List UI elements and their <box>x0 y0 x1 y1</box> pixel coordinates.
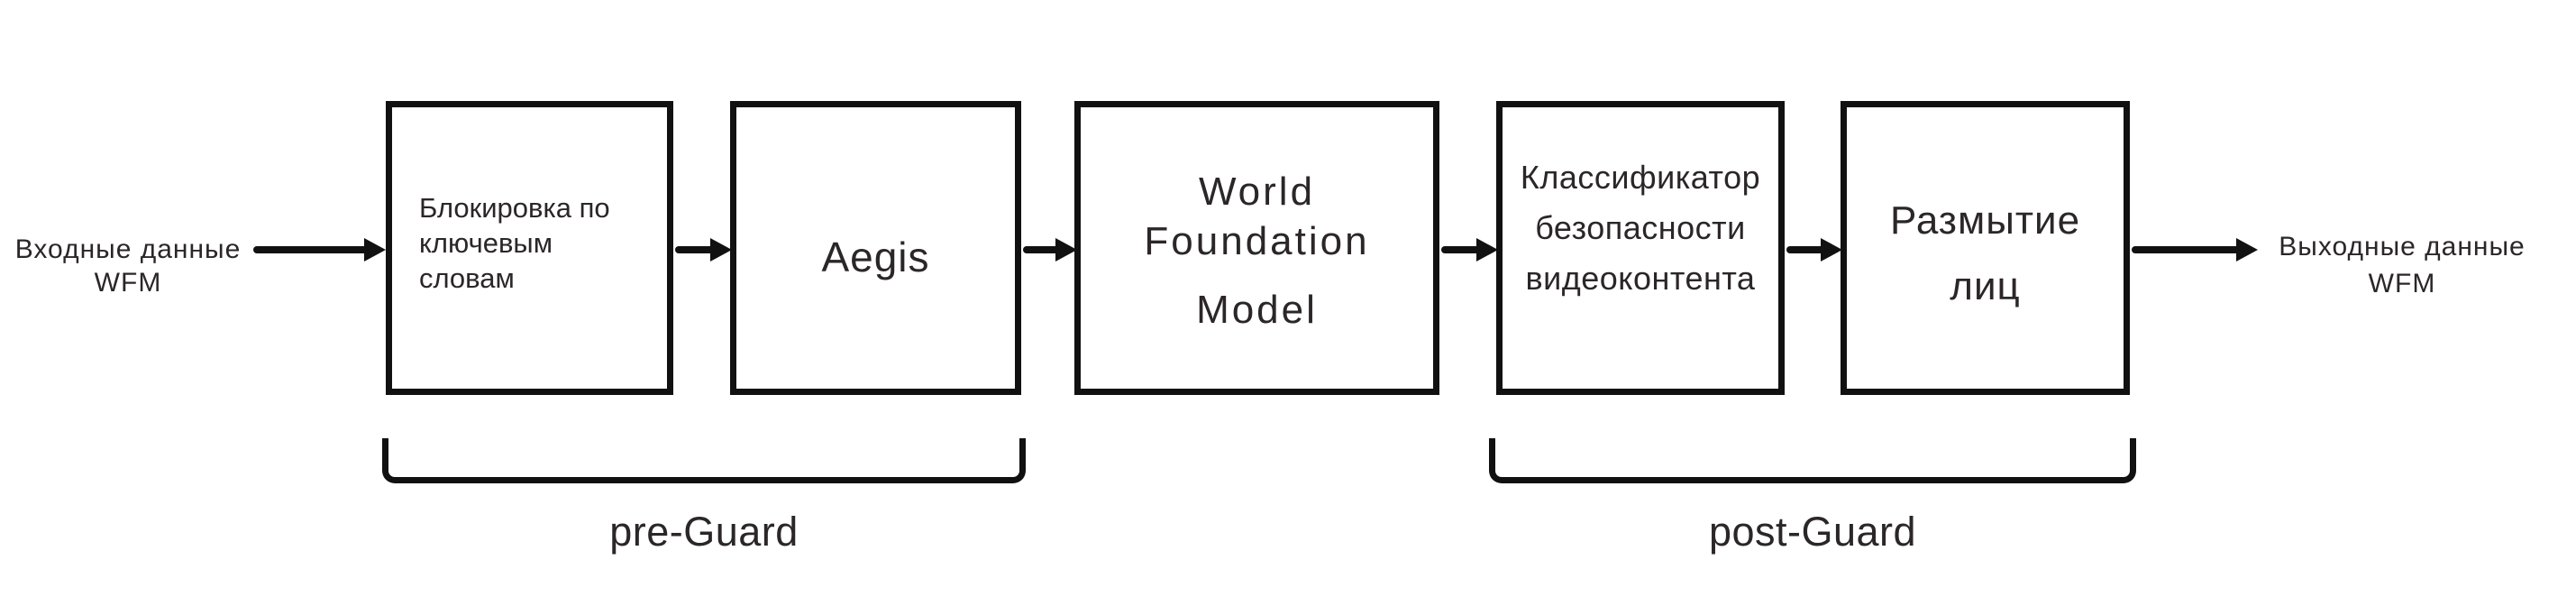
arrow-shaft <box>675 246 716 253</box>
box-aegis: Aegis <box>730 101 1021 395</box>
box-face-blur-text: Размытие лиц <box>1890 188 2080 319</box>
arrow-shaft <box>1441 246 1482 253</box>
box-wfm-line2: Foundation <box>1144 219 1370 263</box>
flow-arrow-input <box>253 238 386 262</box>
pre-guard-label: pre-Guard <box>609 509 799 555</box>
box-face-blur-line2: лиц <box>1950 264 2021 308</box>
arrowhead-icon <box>1055 238 1077 262</box>
box-keyword-blocking-text: Блокировка по ключевым словам <box>419 190 610 296</box>
box-keyword-blocking-line1: Блокировка по <box>419 191 610 224</box>
box-world-foundation-model: World Foundation Model <box>1074 101 1439 395</box>
arrowhead-icon <box>1821 238 1842 262</box>
box-keyword-blocking-line2: ключевым <box>419 226 553 259</box>
post-guard-label: post-Guard <box>1708 509 1917 555</box>
arrow-shaft <box>1786 246 1826 253</box>
arrow-shaft <box>1023 246 1061 253</box>
arrow-shaft <box>2132 246 2242 253</box>
box-safety-classifier-line1: Классификатор <box>1520 159 1761 196</box>
output-label-line1: Выходные данные <box>2279 232 2526 262</box>
box-wfm-line3: Model <box>1196 288 1318 332</box>
flow-arrow-2-3 <box>1023 238 1077 262</box>
box-safety-classifier: Классификатор безопасности видеоконтента <box>1496 101 1785 395</box>
box-wfm-line1: World <box>1198 170 1316 214</box>
input-label: Входные данные WFM <box>11 233 245 299</box>
box-keyword-blocking: Блокировка по ключевым словам <box>386 101 673 395</box>
box-safety-classifier-line3: видеоконтента <box>1525 260 1756 297</box>
box-keyword-blocking-line3: словам <box>419 262 515 294</box>
box-aegis-label: Aegis <box>821 234 930 280</box>
arrow-shaft <box>253 246 370 253</box>
arrowhead-icon <box>2236 238 2258 262</box>
flow-arrow-3-4 <box>1441 238 1498 262</box>
box-safety-classifier-line2: безопасности <box>1535 209 1746 246</box>
box-safety-classifier-text: Классификатор безопасности видеоконтента <box>1521 152 1760 304</box>
arrowhead-icon <box>1476 238 1498 262</box>
output-label-line2: WFM <box>2368 269 2436 298</box>
pre-guard-bracket <box>382 438 1026 483</box>
input-label-line2: WFM <box>94 268 162 298</box>
box-face-blur-line1: Размытие <box>1889 198 2081 243</box>
flow-arrow-4-5 <box>1786 238 1842 262</box>
output-label: Выходные данные WFM <box>2262 228 2542 302</box>
arrowhead-icon <box>364 238 386 262</box>
arrowhead-icon <box>710 238 732 262</box>
flow-arrow-1-2 <box>675 238 732 262</box>
box-face-blur: Размытие лиц <box>1841 101 2130 395</box>
box-world-foundation-model-text: World Foundation Model <box>1144 167 1369 335</box>
post-guard-bracket <box>1489 438 2136 483</box>
input-label-line1: Входные данные <box>14 234 242 264</box>
flow-arrow-output <box>2132 238 2258 262</box>
